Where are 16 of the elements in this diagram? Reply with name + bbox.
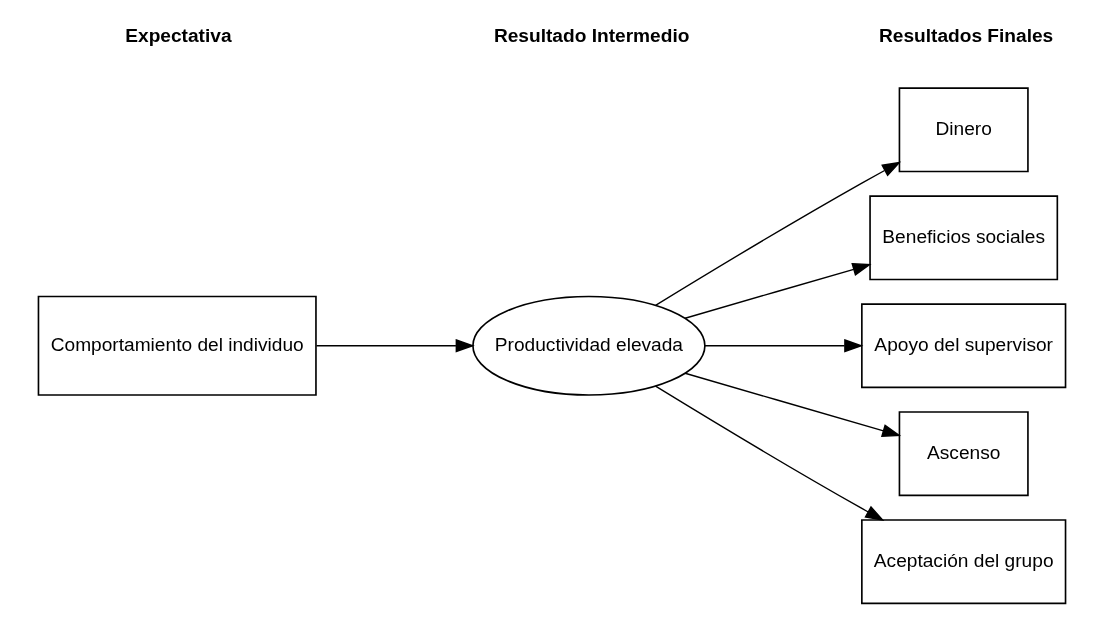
node-ellipse: Productividad elevada — [471, 295, 706, 396]
label: Resultado Intermedio — [493, 24, 689, 46]
label: Resultados Finales — [878, 24, 1053, 46]
node-box: Aceptación del grupo — [860, 519, 1066, 605]
arrow — [654, 385, 884, 521]
node-box: Comportamiento del individuo — [37, 295, 317, 396]
node-box: Dinero — [898, 87, 1029, 173]
label: Expectativa — [124, 24, 232, 46]
arrow — [315, 339, 475, 353]
node-box: Apoyo del supervisor — [860, 303, 1066, 389]
arrow — [683, 263, 872, 319]
node-box: Beneficios sociales — [868, 195, 1058, 281]
arrow — [654, 161, 901, 307]
arrow — [703, 339, 863, 353]
arrow — [683, 372, 901, 438]
node-box: Ascenso — [898, 411, 1029, 497]
